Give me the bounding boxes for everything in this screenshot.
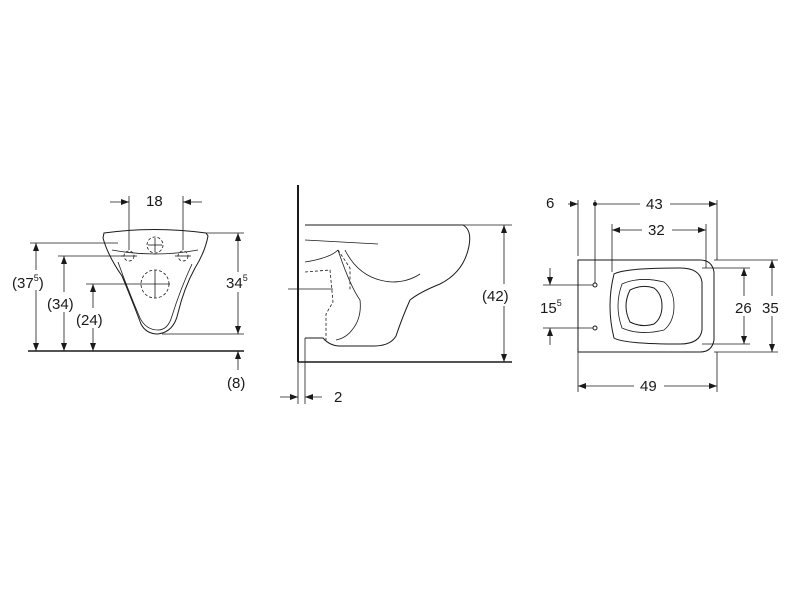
side-bowl-trap — [304, 249, 361, 341]
top-dim43-label: 43 — [646, 196, 663, 213]
side-bowl-inner — [304, 239, 421, 283]
front-dim18-arrow-left — [121, 199, 129, 205]
front-dim24-mask — [75, 308, 111, 328]
top-dim35-label: 35 — [762, 300, 779, 317]
top-dim155-arrow-bottom — [547, 328, 553, 336]
front-dim34-mask — [46, 292, 82, 312]
front-dim24-label: (24) — [76, 312, 103, 329]
top-dim49-arrow-left — [578, 383, 586, 389]
side-view: (42) 2 — [280, 185, 526, 406]
top-bolt-hole-top — [592, 282, 598, 288]
front-dim345-label: 345 — [226, 273, 248, 292]
side-dim2-arrow-left — [290, 394, 298, 400]
top-dim26-mask — [732, 296, 756, 316]
front-dim345-arrow-top — [235, 233, 241, 241]
top-dim32-arrow-right — [698, 227, 706, 233]
top-bowl-rim — [617, 279, 675, 333]
top-dim43-dot — [593, 202, 597, 206]
top-dim35-arrow-bottom — [769, 344, 775, 352]
side-dim42-mask — [480, 284, 526, 306]
front-dim24-arrow-bottom — [90, 343, 96, 351]
top-dim32-arrow-left — [612, 227, 620, 233]
top-dim49-label: 49 — [640, 378, 657, 395]
top-seat-outline — [609, 267, 703, 345]
front-dim24-arrow-top — [90, 284, 96, 292]
front-bowl-inner — [117, 261, 193, 331]
front-view: 18 (375) (34) (24) 345 (8) — [10, 193, 258, 392]
side-dim42-label: (42) — [482, 288, 509, 305]
front-dim345-mask — [224, 272, 258, 292]
front-dim345-arrow-bottom — [235, 326, 241, 334]
top-dim6-label: 6 — [546, 195, 554, 212]
front-dim375-arrow-bottom — [33, 343, 39, 351]
front-bowl-rim — [111, 249, 199, 255]
top-dim26-arrow-bottom — [741, 336, 747, 344]
front-bowl-outline — [102, 229, 209, 335]
front-dim34-arrow-top — [61, 256, 67, 264]
top-dim35-mask — [760, 296, 786, 316]
side-outlet-dashed — [304, 249, 351, 340]
top-dim35-arrow-top — [769, 260, 775, 268]
front-dim18-label: 18 — [146, 193, 163, 210]
front-dim18-arrow-right — [183, 199, 191, 205]
side-bowl-outline — [305, 224, 471, 347]
top-dim155-arrow-top — [547, 277, 553, 285]
front-dim34-arrow-bottom — [61, 343, 67, 351]
top-dim43-arrow-right — [709, 201, 717, 207]
top-bolt-hole-bottom — [592, 325, 598, 331]
side-dim2-arrow-right — [305, 394, 313, 400]
front-dim375-label: (375) — [12, 273, 44, 292]
front-dim34-label: (34) — [47, 296, 74, 313]
top-dim6-arrow-left — [570, 201, 578, 207]
top-bowl-inner — [625, 285, 663, 327]
top-view: 6 43 32 155 26 — [540, 195, 786, 395]
top-body-outline — [577, 259, 715, 353]
top-dim26-arrow-top — [741, 268, 747, 276]
front-inlet-circle — [146, 236, 164, 254]
top-dim32-label: 32 — [648, 222, 665, 239]
front-dim8-arrow — [235, 351, 241, 359]
front-dim375-mask — [10, 270, 54, 290]
top-dim49-arrow-right — [709, 383, 717, 389]
front-dim375-arrow-top — [33, 243, 39, 251]
side-dim42-arrow-top — [501, 225, 507, 233]
top-dim26-label: 26 — [735, 300, 752, 317]
top-dim155-label: 155 — [540, 298, 562, 317]
front-dim8-label: (8) — [227, 375, 245, 392]
side-dim2-label: 2 — [334, 389, 342, 406]
side-dim42-arrow-bottom — [501, 354, 507, 362]
